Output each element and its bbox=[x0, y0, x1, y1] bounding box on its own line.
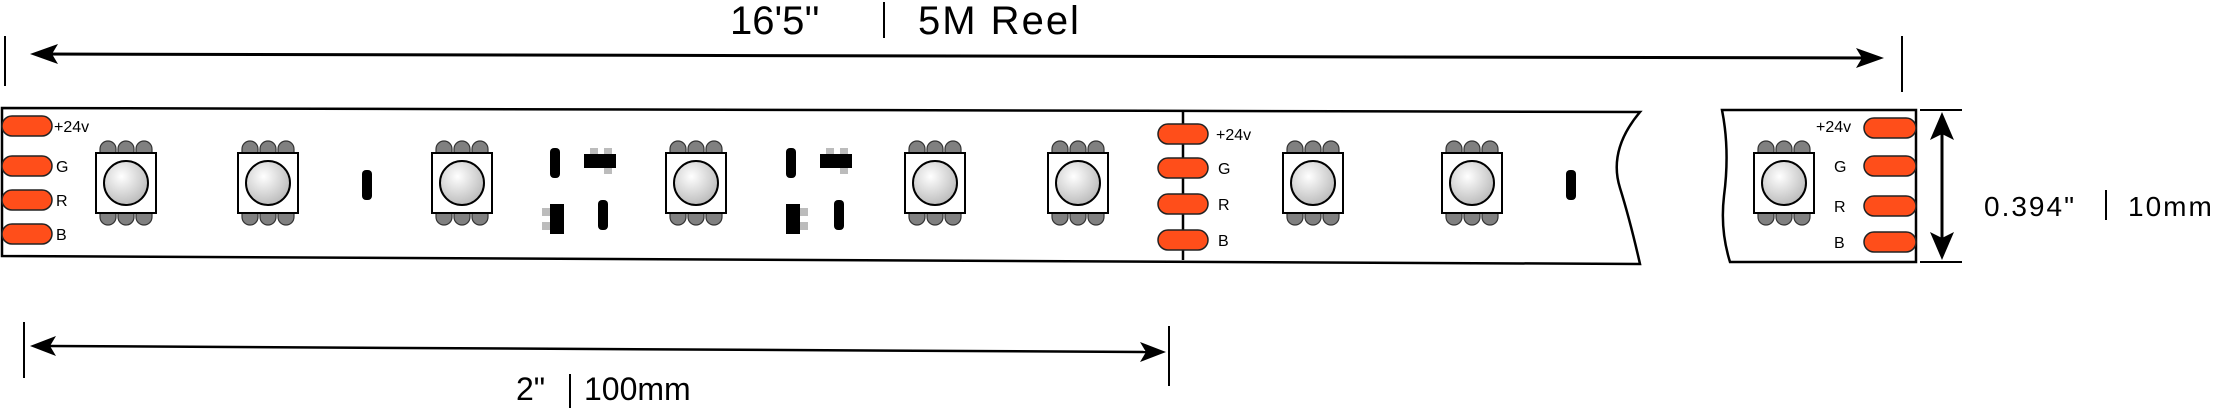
solder-pad-g bbox=[1157, 157, 1209, 179]
solder-pad-24v bbox=[1863, 117, 1917, 139]
pad-label-g: G bbox=[56, 159, 68, 176]
solder-pad-24v bbox=[1157, 123, 1209, 145]
cut-length-imperial-label: 2" bbox=[516, 371, 545, 407]
rgb-led bbox=[904, 140, 966, 226]
rgb-led bbox=[1282, 140, 1344, 226]
solder-pad-g bbox=[1, 155, 53, 177]
pad-label-r: R bbox=[1218, 197, 1230, 214]
resistor bbox=[362, 170, 372, 200]
solder-pad-b bbox=[1157, 229, 1209, 251]
pad-label-b: B bbox=[1834, 235, 1845, 252]
reel-length-imperial-label: 16'5'' bbox=[730, 0, 820, 43]
rgb-led bbox=[237, 140, 299, 226]
rgb-led bbox=[665, 140, 727, 226]
strip-width-metric-label: 10mm bbox=[2128, 191, 2214, 222]
rgb-led bbox=[95, 140, 157, 226]
pad-label-24v: +24v bbox=[54, 119, 89, 136]
rgb-led bbox=[431, 140, 493, 226]
ic-chip bbox=[820, 154, 852, 168]
resistor bbox=[598, 200, 608, 230]
resistor-group bbox=[362, 148, 1576, 230]
reel-length-metric-label: 5M Reel bbox=[918, 0, 1081, 43]
rgb-led bbox=[1441, 140, 1503, 226]
resistor bbox=[786, 148, 796, 178]
pad-label-24v: +24v bbox=[1816, 119, 1851, 136]
strip-width-imperial-label: 0.394" bbox=[1984, 191, 2076, 222]
pad-label-r: R bbox=[1834, 199, 1846, 216]
rgb-led bbox=[1753, 140, 1815, 226]
led-group bbox=[95, 140, 1815, 226]
pad-label-b: B bbox=[1218, 233, 1229, 250]
solder-pad-r bbox=[1863, 195, 1917, 217]
strip-width-dimension: 0.394" 10mm bbox=[1920, 109, 2214, 263]
rgb-led bbox=[1047, 140, 1109, 226]
pad-label-r: R bbox=[56, 193, 68, 210]
cut-length-metric-label: 100mm bbox=[584, 371, 691, 407]
strip-segment-main bbox=[0, 106, 1643, 266]
reel-length-dimension: 16'5'' 5M Reel bbox=[4, 0, 1903, 92]
resistor bbox=[834, 200, 844, 230]
pad-label-b: B bbox=[56, 227, 67, 244]
pads-left-end: +24v G R B bbox=[1, 115, 89, 245]
solder-pad-b bbox=[1, 223, 53, 245]
pad-label-24v: +24v bbox=[1216, 127, 1251, 144]
ic-chip bbox=[786, 204, 800, 234]
resistor bbox=[550, 148, 560, 178]
pads-right-end: +24v G R B bbox=[1816, 117, 1917, 253]
solder-pad-g bbox=[1863, 155, 1917, 177]
pad-label-g: G bbox=[1834, 159, 1846, 176]
solder-pad-r bbox=[1, 189, 53, 211]
solder-pad-r bbox=[1157, 193, 1209, 215]
ic-chip bbox=[550, 204, 564, 234]
solder-pad-b bbox=[1863, 231, 1917, 253]
pad-label-g: G bbox=[1218, 161, 1230, 178]
chip-group bbox=[542, 148, 852, 234]
resistor bbox=[1566, 170, 1576, 200]
solder-pad-24v bbox=[1, 115, 53, 137]
pads-cut-point: +24v G R B bbox=[1157, 123, 1251, 251]
cut-length-dimension: 2" 100mm bbox=[23, 322, 1170, 408]
ic-chip bbox=[584, 154, 616, 168]
